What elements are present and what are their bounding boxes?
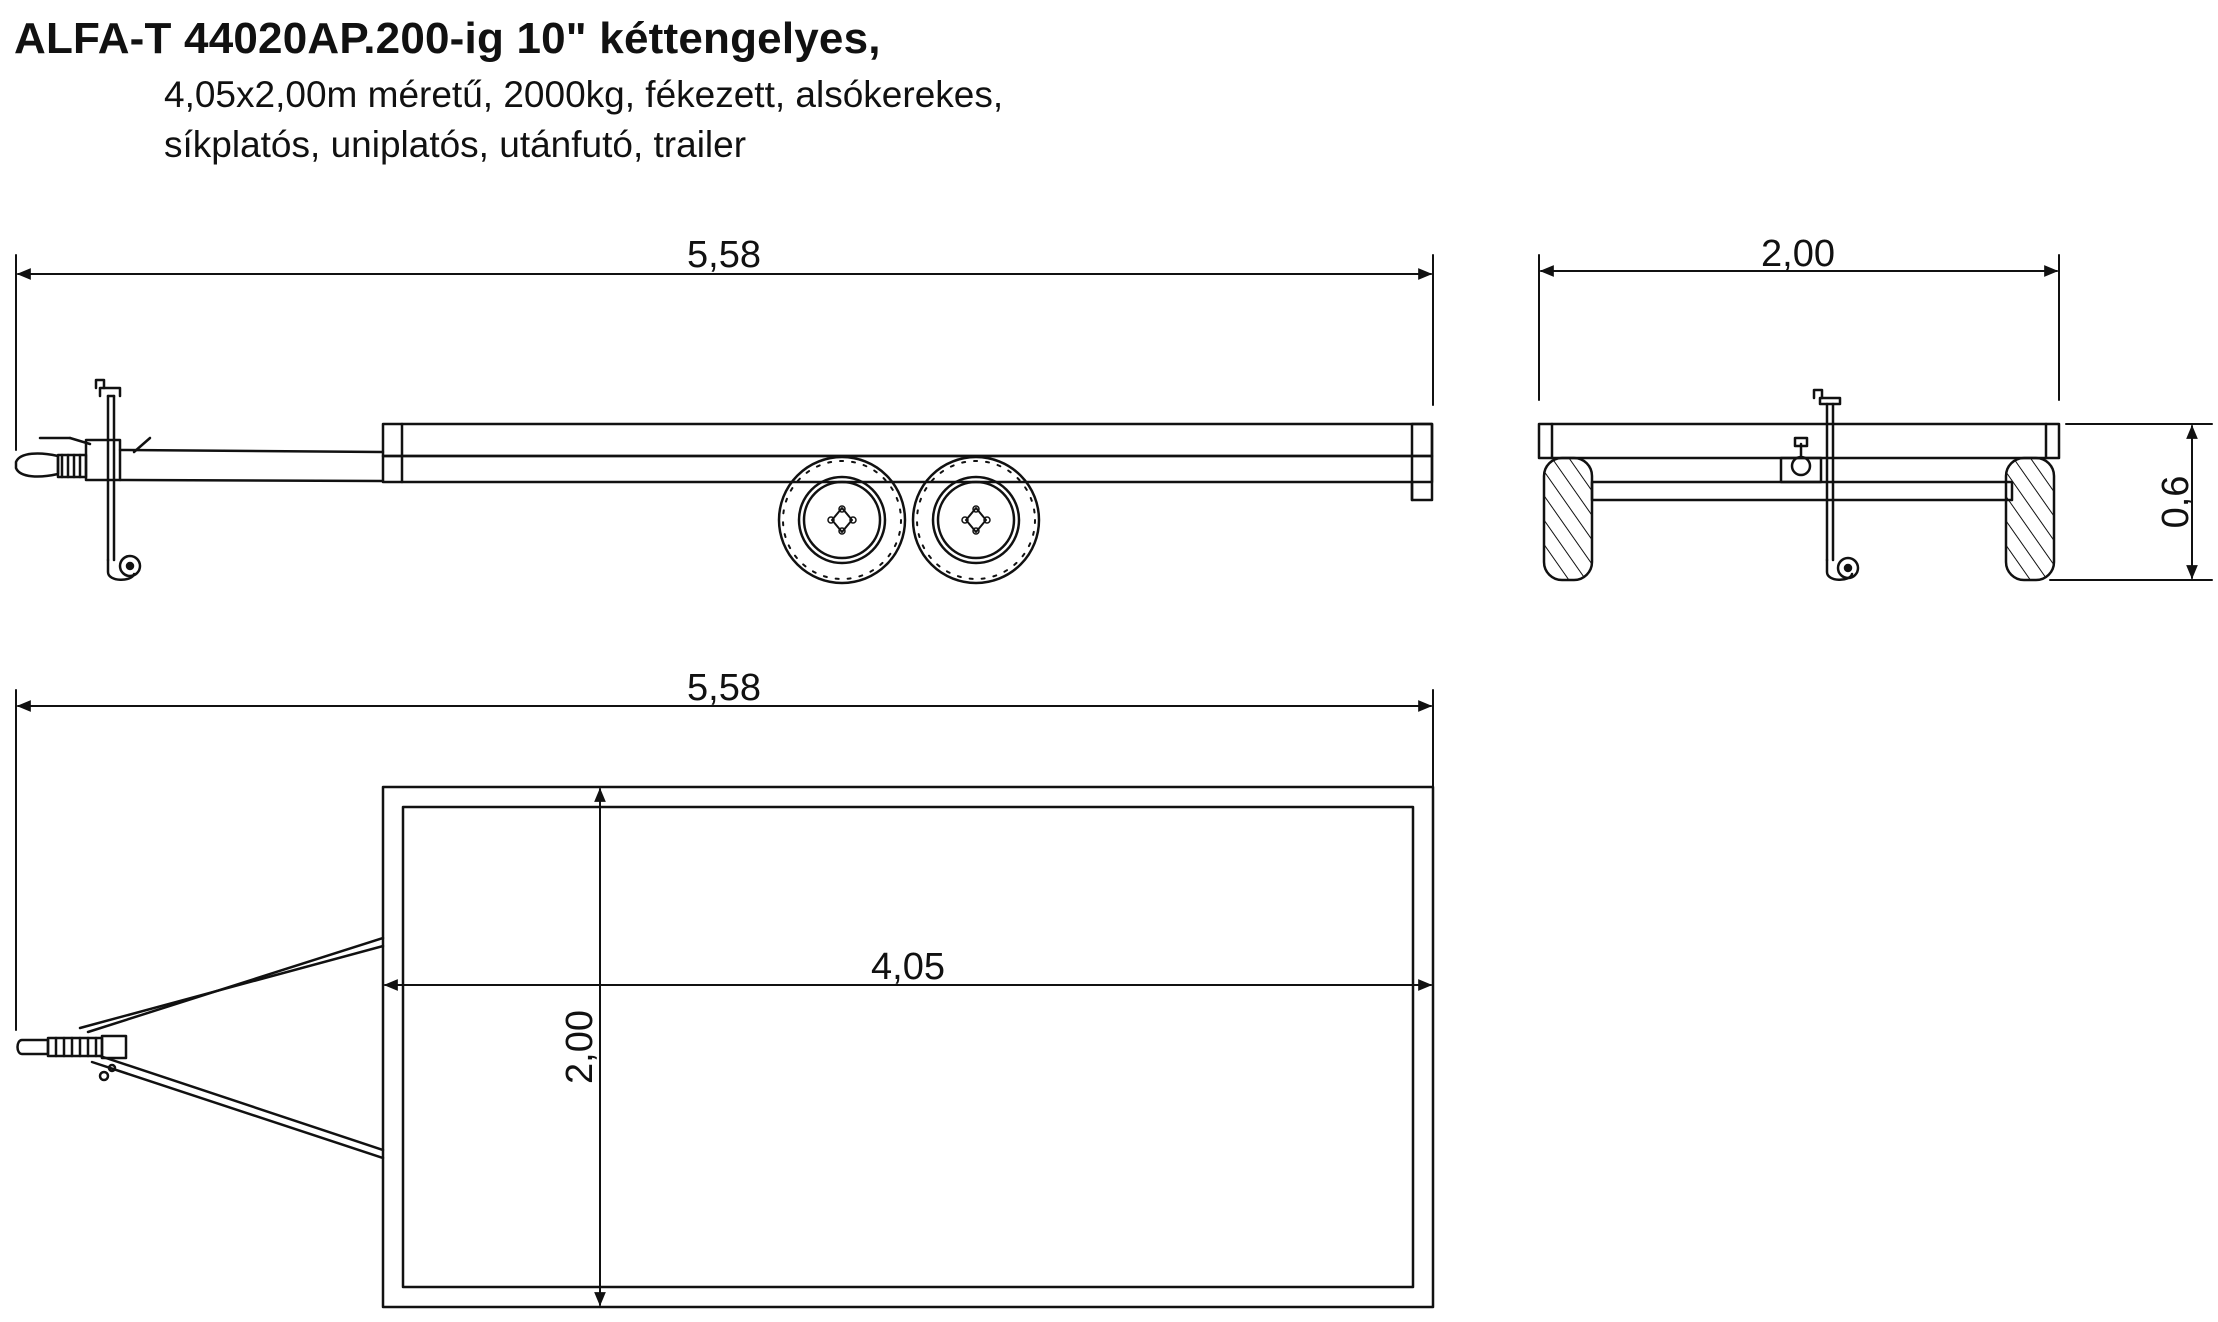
side-view-dimension: 5,58	[15, 234, 1434, 451]
rear-height-label: 0,6	[2155, 476, 2197, 529]
side-coupling-head	[14, 436, 122, 482]
drawing-subtitle-line-1: 4,05x2,00m méretű, 2000kg, fékezett, als…	[164, 74, 1004, 115]
side-view: 5,58	[14, 234, 1434, 585]
top-platform-width-dimension: 2,00	[559, 787, 606, 1307]
side-drawbar	[118, 436, 385, 483]
top-platform	[381, 785, 1435, 1309]
rear-width-dimension: 2,00	[1538, 233, 2060, 401]
top-coupling-head	[16, 1034, 128, 1082]
top-platform-length-dimension: 4,05	[383, 946, 1433, 991]
top-view: 5,58 4,05	[15, 667, 1435, 1309]
platform-length-label: 4,05	[871, 946, 945, 988]
rear-width-label: 2,00	[1761, 233, 1835, 275]
drawing-title: ALFA-T 44020AP.200-ig 10" kéttengelyes,	[14, 14, 881, 63]
rear-wheel-left	[1542, 456, 1594, 582]
rear-jockey-wheel	[1812, 388, 1860, 581]
top-length-label: 5,58	[687, 667, 761, 709]
platform-width-label: 2,00	[559, 1010, 601, 1084]
rear-height-dimension: 0,6	[2049, 423, 2213, 581]
top-drawbar	[78, 936, 385, 1160]
drawing-subtitle-line-2: síkplatós, uniplatós, utánfutó, trailer	[164, 124, 747, 165]
top-overall-dimension: 5,58	[15, 667, 1434, 1031]
side-length-label: 5,58	[687, 234, 761, 276]
side-platform	[381, 422, 1434, 502]
side-jockey-wheel	[94, 378, 142, 581]
rear-wheel-right	[2004, 456, 2056, 582]
rear-platform	[1537, 422, 2061, 502]
rear-view: 2,00 0,6	[1537, 233, 2213, 582]
side-wheel-rear	[911, 455, 1041, 585]
side-wheel-front	[777, 455, 907, 585]
